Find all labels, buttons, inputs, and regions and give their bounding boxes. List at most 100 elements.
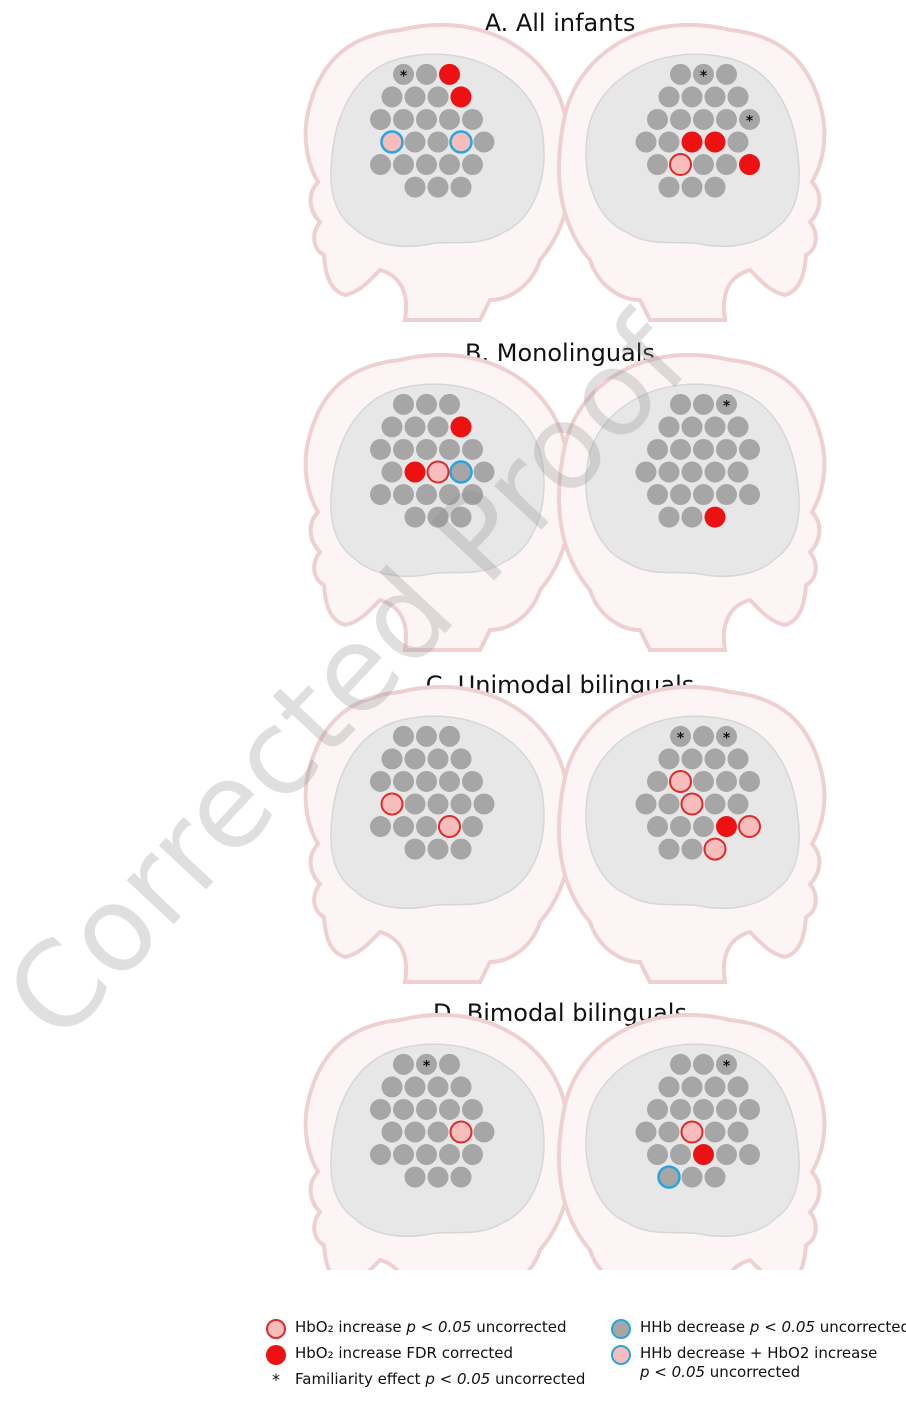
channel-grey <box>693 484 714 506</box>
channel-grey <box>404 838 426 860</box>
channel-grey <box>658 131 680 153</box>
channel-grey <box>693 108 714 130</box>
channel-grey <box>681 838 703 860</box>
channel-grey <box>404 86 426 108</box>
channel-grey <box>427 506 449 528</box>
channel-grey <box>635 793 657 815</box>
channel-grey <box>439 108 460 130</box>
channel-grey <box>670 63 691 85</box>
channel-grey <box>716 393 737 415</box>
channel-grey <box>658 1076 680 1098</box>
legend-label: HHb decrease p < 0.05 uncorrected <box>640 1318 906 1336</box>
channel-fdr <box>704 506 726 528</box>
channel-grey <box>647 438 668 460</box>
channel-hhb-hbo2 <box>449 130 473 154</box>
channel-grey <box>370 154 391 176</box>
channel-grey <box>739 1098 760 1120</box>
legend-item-hhb-hbo2: HHb decrease + HbO2 increase p < 0.05 un… <box>611 1344 890 1382</box>
channel-grey <box>404 131 426 153</box>
channel-grey <box>404 416 426 438</box>
channel-grey <box>704 416 726 438</box>
channel-grey <box>450 1076 472 1098</box>
legend: HbO₂ increase p < 0.05 uncorrected HbO₂ … <box>266 1318 906 1408</box>
channel-grey <box>693 438 714 460</box>
channel-uncorrected <box>680 792 704 816</box>
channel-grey <box>393 438 414 460</box>
channel-grey <box>393 1053 414 1075</box>
channel-grey <box>427 131 449 153</box>
familiarity-asterisk: * <box>423 1058 431 1074</box>
channel-grey <box>716 63 737 85</box>
channel-grey <box>704 748 726 770</box>
channel-grey <box>727 1121 749 1143</box>
panel-title: B. Monolinguals <box>465 339 655 367</box>
channel-hhb-hbo2 <box>380 130 404 154</box>
channel-grey <box>370 1144 391 1166</box>
channel-grey <box>416 484 437 506</box>
channel-grey <box>404 748 426 770</box>
channel-grey <box>635 131 657 153</box>
channel-fdr <box>404 461 426 483</box>
channel-grey <box>681 416 703 438</box>
channel-grey <box>427 838 449 860</box>
legend-item-hbo2-fdr: HbO₂ increase FDR corrected <box>266 1344 513 1365</box>
channel-grey <box>704 793 726 815</box>
right-head-illustration <box>556 684 827 985</box>
channel-grey <box>450 838 472 860</box>
channel-grey <box>716 1053 737 1075</box>
channel-grey <box>416 1144 437 1166</box>
channel-grey <box>647 816 668 838</box>
channel-grey <box>727 1076 749 1098</box>
channel-grey <box>393 154 414 176</box>
channel-grey <box>716 484 737 506</box>
channel-grey <box>393 63 414 85</box>
channel-grey <box>658 176 680 198</box>
channel-uncorrected <box>703 837 727 861</box>
channel-grey <box>370 438 391 460</box>
channel-grey <box>704 1121 726 1143</box>
panel-b: B. Monolinguals* <box>303 339 827 653</box>
familiarity-asterisk: * <box>723 1058 731 1074</box>
channel-fdr <box>693 1144 714 1166</box>
channel-grey <box>404 506 426 528</box>
channel-grey <box>393 725 414 747</box>
channel-grey <box>427 1121 449 1143</box>
channel-grey <box>427 86 449 108</box>
channel-grey <box>473 793 495 815</box>
channel-grey <box>462 154 483 176</box>
channel-grey <box>427 176 449 198</box>
channel-grey <box>450 748 472 770</box>
channel-grey <box>462 770 483 792</box>
channel-grey <box>462 484 483 506</box>
channel-grey <box>647 1144 668 1166</box>
channel-grey <box>427 748 449 770</box>
channel-grey <box>393 393 414 415</box>
channel-grey <box>381 86 403 108</box>
channel-grey <box>727 461 749 483</box>
channel-grey <box>716 108 737 130</box>
channel-uncorrected <box>380 792 404 816</box>
channel-grey <box>404 1076 426 1098</box>
channel-hhb <box>657 1165 681 1189</box>
channel-grey <box>670 1144 691 1166</box>
channel-uncorrected <box>426 460 450 484</box>
channel-grey <box>727 131 749 153</box>
familiarity-asterisk: * <box>677 730 685 746</box>
channel-grey <box>693 1053 714 1075</box>
familiarity-asterisk: * <box>723 730 731 746</box>
channel-grey <box>716 1098 737 1120</box>
channel-grey <box>670 484 691 506</box>
channel-grey <box>416 393 437 415</box>
legend-item-hbo2-uncorrected: HbO₂ increase p < 0.05 uncorrected <box>266 1318 566 1339</box>
channel-grey <box>473 1121 495 1143</box>
channel-grey <box>716 770 737 792</box>
channel-grey <box>462 1144 483 1166</box>
channel-grey <box>462 1098 483 1120</box>
channel-grey <box>439 1053 460 1075</box>
pink-circle-icon <box>266 1319 286 1339</box>
channel-grey <box>404 176 426 198</box>
channel-grey <box>704 461 726 483</box>
channel-grey <box>670 816 691 838</box>
channel-grey <box>450 1166 472 1188</box>
channel-grey <box>716 1144 737 1166</box>
